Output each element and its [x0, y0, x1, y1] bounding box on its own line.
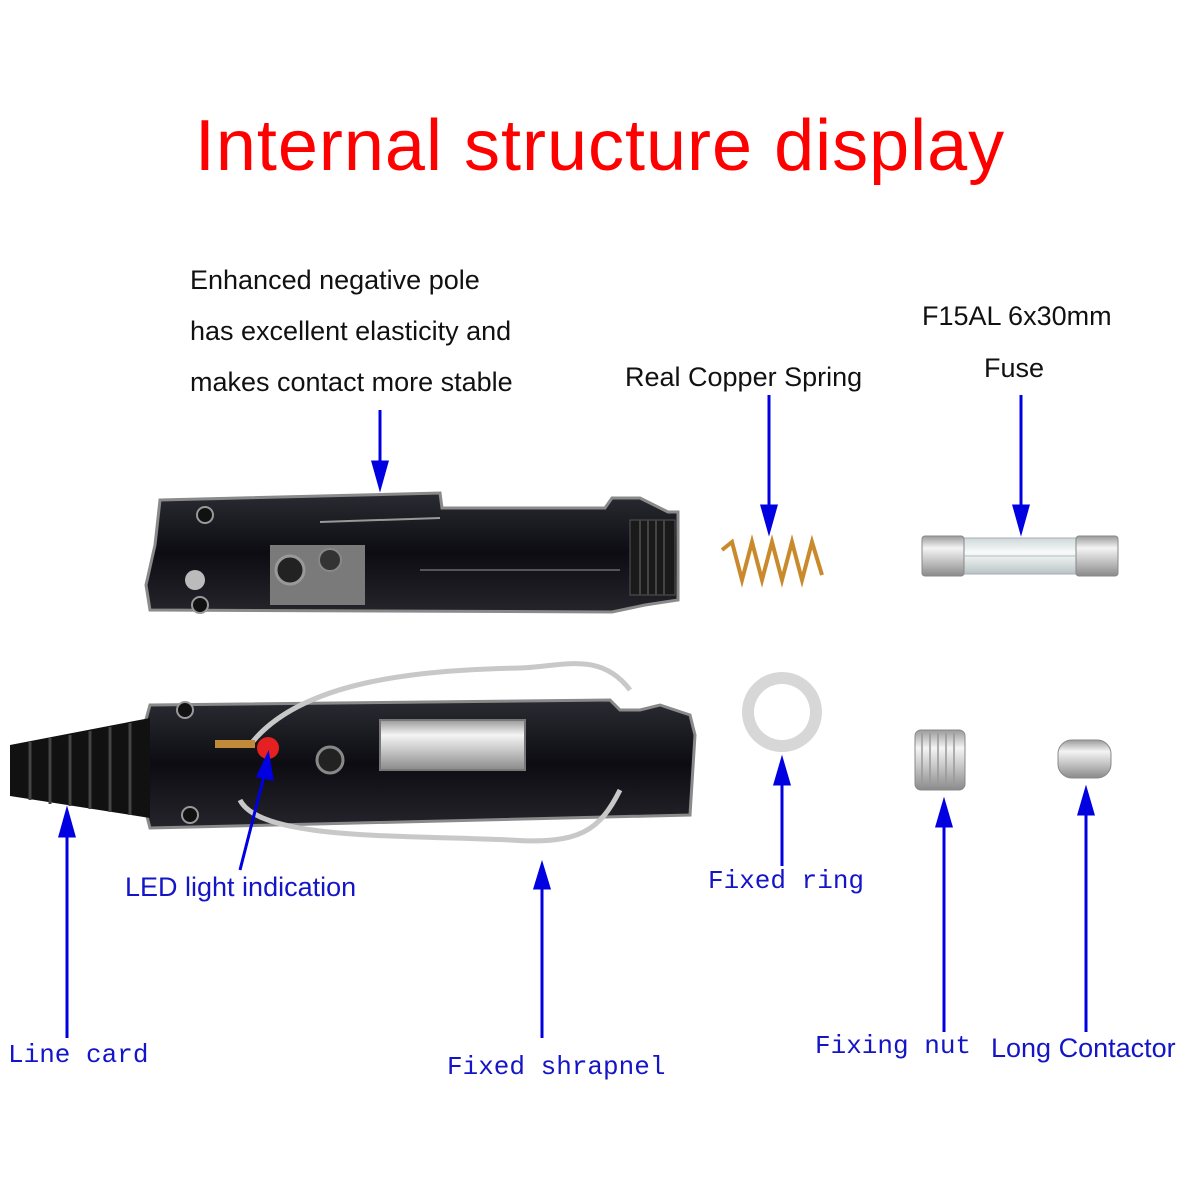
- arrow-long-contactor: [1077, 784, 1095, 1032]
- arrow-negative-pole: [371, 410, 389, 493]
- negative-pole-note: Enhanced negative pole has excellent ela…: [190, 255, 513, 408]
- fixed-ring-part: [742, 672, 822, 752]
- long-contactor-label: Long Contactor: [991, 1033, 1176, 1063]
- diagram-title: Internal structure display: [194, 106, 1006, 186]
- fuse-spec-label: F15AL 6x30mm: [922, 301, 1112, 331]
- fixed-ring-label: Fixed ring: [708, 866, 865, 896]
- led-part: [215, 737, 279, 759]
- fuse-label: Fuse: [984, 353, 1045, 383]
- line-card-label: Line card: [8, 1040, 149, 1070]
- fuse-part: [921, 535, 1119, 577]
- arrow-fuse: [1012, 395, 1030, 537]
- line-card-part: [10, 718, 150, 818]
- arrow-fixed-ring: [773, 754, 791, 866]
- led-label: LED light indication: [125, 872, 357, 902]
- arrow-copper-spring: [760, 395, 778, 537]
- arrow-led: [238, 750, 274, 871]
- note-line: has excellent elasticity and: [190, 316, 512, 346]
- note-line: Enhanced negative pole: [190, 265, 480, 295]
- upper-shell: [144, 491, 680, 614]
- fixing-nut-part: [914, 729, 966, 791]
- long-contactor-part: [1057, 739, 1112, 779]
- fixing-nut-label: Fixing nut: [815, 1031, 972, 1061]
- copper-spring-part: [720, 534, 824, 588]
- copper-spring-label: Real Copper Spring: [625, 362, 863, 392]
- note-line: makes contact more stable: [190, 367, 513, 397]
- arrow-fixed-shrapnel: [532, 859, 552, 1038]
- arrow-fixing-nut: [935, 796, 953, 1032]
- arrow-line-card: [58, 805, 76, 1038]
- fixed-shrapnel-part: [237, 661, 632, 844]
- fixed-shrapnel-label: Fixed shrapnel: [447, 1052, 666, 1082]
